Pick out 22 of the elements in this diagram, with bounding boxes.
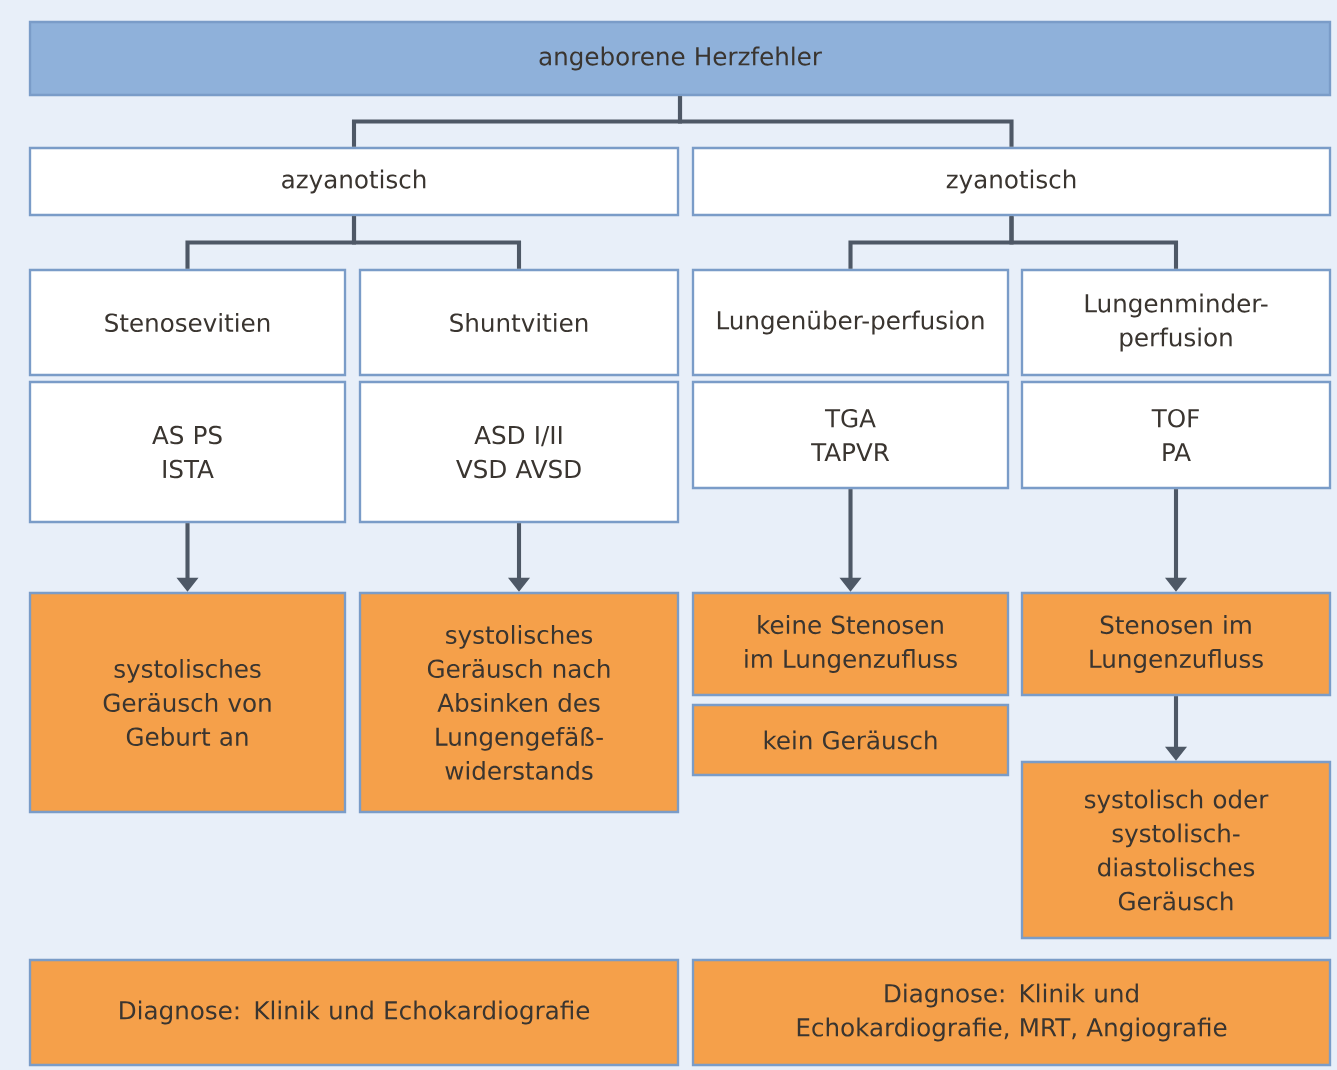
finding-box: Diagnose: Klinik und Echokardiografie, MRT, Angiografie	[691, 958, 1332, 1067]
finding-box: kein Geräusch	[691, 703, 1010, 777]
defect-list-box: ASD I/II VSD AVSD	[358, 380, 680, 524]
defect-list-box: TGA TAPVR	[691, 380, 1010, 490]
category-box: zyanotisch	[691, 146, 1332, 217]
connector	[351, 216, 522, 269]
title-band: angeborene Herzfehler	[28, 20, 1332, 97]
connector	[677, 96, 1014, 147]
defect-list-box: AS PS ISTA	[28, 380, 347, 524]
finding-box: Stenosen im Lungenzufluss	[1020, 591, 1332, 697]
category-box: Shuntvitien	[358, 268, 680, 377]
category-box: Stenosevitien	[28, 268, 347, 377]
category-box: azyanotisch	[28, 146, 680, 217]
finding-box: systolisches Geräusch nach Absinken des Lungengefäß-widerstands	[358, 591, 680, 814]
defect-list-box: TOF PA	[1020, 380, 1332, 490]
connector	[1009, 216, 1179, 269]
category-box: Lungenminder-perfusion	[1020, 268, 1332, 377]
finding-box: systolisch oder systolisch-diastolisches Geräusch	[1020, 760, 1332, 940]
finding-box: systolisches Geräusch von Geburt an	[28, 591, 347, 814]
finding-box: Diagnose: Klinik und Echokardiografie	[28, 958, 680, 1067]
finding-box: keine Stenosen im Lungenzufluss	[691, 591, 1010, 697]
category-box: Lungenüber-perfusion	[691, 268, 1010, 377]
